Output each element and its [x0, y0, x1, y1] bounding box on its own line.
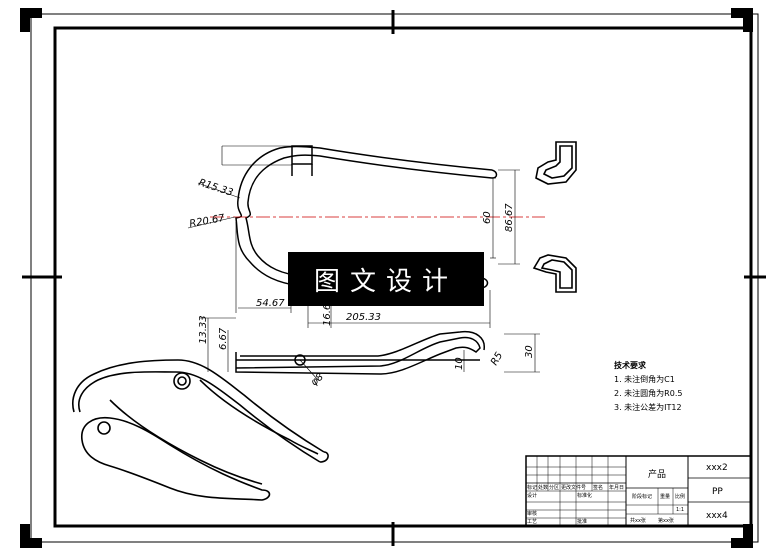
dim-r15: R15.33 [197, 177, 234, 198]
dim-86: 86.67 [504, 203, 515, 232]
dim-10: 10 [454, 357, 465, 370]
tech-note-2: 2. 未注圆角为R0.5 [614, 388, 682, 398]
side-view [532, 141, 577, 293]
tb-approve: 批准 [577, 518, 587, 525]
tb-stage-mark: 阶段标记 [632, 493, 652, 500]
dim-phi8-a: φ8 [309, 372, 326, 389]
tb-code2: xxx4 [706, 511, 728, 521]
corner-mark-tl [20, 8, 42, 32]
tb-label-mark: 标记 [527, 484, 537, 491]
top-view [235, 330, 485, 375]
corner-mark-bl [20, 524, 42, 548]
corner-mark-br [731, 524, 753, 548]
dim-54: 54.67 [256, 298, 285, 309]
dim-r20: R20.67 [189, 213, 227, 230]
dim-6: 6.67 [218, 327, 229, 350]
tb-scale: 1:1 [676, 507, 684, 513]
dim-13: 13.33 [198, 315, 209, 344]
tb-ratio: 比例 [675, 493, 685, 500]
title-block [525, 455, 752, 527]
tb-product: 产品 [648, 468, 666, 480]
tb-design: 设计 [527, 492, 537, 499]
tech-note-1: 1. 未注倒角为C1 [614, 374, 675, 384]
front-view-dimensions [187, 145, 520, 328]
watermark-banner: 图文设计 [288, 252, 484, 306]
tech-note-3: 3. 未注公差为IT12 [614, 402, 682, 412]
isometric-view [72, 359, 329, 501]
dim-16: 16.67 [322, 297, 333, 326]
tb-code1: xxx2 [706, 463, 728, 473]
tb-label-count: 处数 [538, 484, 548, 491]
tb-label-zone: 分区 [549, 484, 559, 491]
tb-label-sign: 签名 [593, 484, 603, 491]
dim-30: 30 [524, 345, 535, 358]
tech-notes-title: 技术要求 [614, 360, 647, 370]
top-view-dimensions [200, 317, 540, 381]
tb-sheet-total: 共xx张 [630, 517, 646, 524]
dim-205: 205.33 [346, 312, 381, 323]
tb-process: 工艺 [527, 519, 537, 525]
dim-60: 60 [482, 211, 493, 224]
tb-standard: 标准化 [577, 492, 592, 499]
corner-mark-tr [731, 8, 753, 32]
dim-r5: R5 [489, 350, 505, 367]
tb-sheet-no: 第xx张 [658, 517, 674, 524]
tb-label-date: 年月日 [609, 484, 624, 491]
tb-material: PP [712, 487, 723, 497]
tb-review: 审核 [527, 510, 537, 517]
tb-weight: 重量 [660, 493, 670, 500]
tb-label-change: 更改文件号 [561, 484, 586, 491]
